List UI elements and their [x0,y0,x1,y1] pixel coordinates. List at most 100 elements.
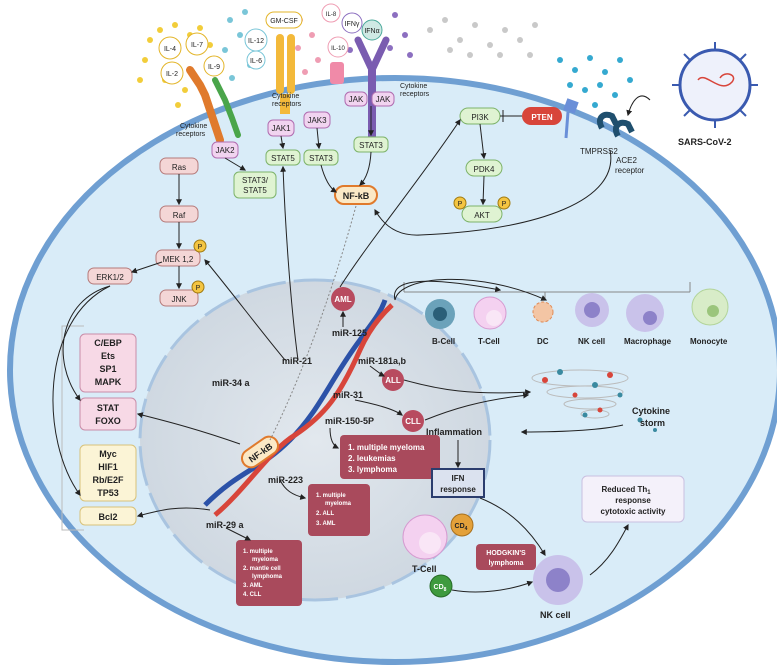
monocyte [691,288,729,326]
stat3-stat5-box: STAT3/STAT5 [233,171,277,199]
svg-text:MAPK: MAPK [95,377,122,387]
stat3-box-a: STAT3 [303,149,339,166]
receptor-ifn [354,36,390,140]
mek-phospho: P [193,239,207,253]
svg-text:Ras: Ras [172,163,186,172]
svg-text:PI3K: PI3K [471,113,489,122]
nk-cell-top [575,293,609,327]
svg-text:IL-6: IL-6 [250,58,262,65]
nfkb-dna-box: NF-kB [240,435,280,469]
mirna-mir150: miR-150-5P [325,416,374,426]
dna-helix [203,299,394,517]
jak-box-b: JAK [371,91,395,107]
cytokine-receptors-label-left: Cytokine [180,123,207,130]
svg-text:JAK1: JAK1 [271,124,291,133]
akt-phospho-right: P [497,196,511,210]
t-cell [473,296,507,330]
svg-text:3. AML: 3. AML [316,521,336,527]
immune-cells-bracket [403,282,691,300]
cytokine-storm-label: Cytokine [632,406,670,416]
receptor-il10 [330,62,344,84]
jak3-box: JAK3 [303,111,331,129]
svg-text:IL-9: IL-9 [208,64,220,71]
erk-box: ERK1/2 [87,267,133,285]
svg-text:3. lymphoma: 3. lymphoma [348,465,397,474]
ace2-label-2: receptor [615,166,645,175]
svg-text:P: P [458,201,463,208]
raf-box: Raf [159,205,199,223]
dc-label: DC [537,337,549,346]
th1-box: Reduced Th1 response cytotoxic activity [581,475,685,523]
svg-text:lymphoma: lymphoma [488,560,523,567]
svg-text:CLL: CLL [405,417,421,426]
ace2-label: ACE2 [616,156,637,165]
svg-text:JAK: JAK [349,95,364,104]
svg-text:IL-7: IL-7 [191,42,203,49]
cytokine-receptors-label-right-2: receptors [400,91,430,98]
t-cell-bottom [402,514,448,560]
svg-text:Rb/E2F: Rb/E2F [92,475,124,485]
svg-text:IL-4: IL-4 [164,46,176,53]
svg-text:TP53: TP53 [97,488,119,498]
svg-text:HIF1: HIF1 [98,462,118,472]
monocyte-label: Monocyte [690,337,728,346]
mirna-mir181: miR-181a,b [358,356,407,366]
b-cell-label: B-Cell [432,337,455,346]
cytokine-gmcsf: GM-CSF [265,11,303,29]
svg-text:STAT3: STAT3 [309,154,333,163]
ace2-receptor [596,111,635,138]
akt-box: AKT [461,205,503,223]
svg-text:NF-kB: NF-kB [343,191,370,201]
svg-text:myeloma: myeloma [325,501,352,507]
pdk4-box: PDK4 [465,159,503,177]
svg-text:C/EBP: C/EBP [94,338,122,348]
bcl2-box: Bcl2 [79,506,137,526]
svg-text:SP1: SP1 [99,364,116,374]
svg-text:P: P [196,285,201,292]
cytokine-il7: IL-7 [185,32,209,56]
stat5-box: STAT5 [265,149,301,166]
tf-group-outline [61,325,84,531]
svg-text:Reduced Th1: Reduced Th1 [601,485,651,496]
tf-box-group3: Myc HIF1 Rb/E2F TP53 [79,444,137,502]
cancer-cll: CLL [402,410,424,432]
svg-text:IL-8: IL-8 [326,12,337,18]
svg-text:STAT5: STAT5 [271,154,295,163]
macrophage [626,294,664,332]
svg-text:STAT5: STAT5 [243,186,267,195]
cytokine-il6: IL-6 [246,50,266,70]
jak2-box: JAK2 [211,141,239,159]
svg-text:4. CLL: 4. CLL [243,592,262,598]
nucleus [138,278,492,602]
svg-text:IL-12: IL-12 [248,38,264,45]
svg-text:CD4: CD4 [455,523,468,532]
cytokine-receptors-label-right: Cytokine [400,83,427,90]
svg-text:2. leukemias: 2. leukemias [348,454,396,463]
pten-box: PTEN [522,107,562,125]
svg-text:PTEN: PTEN [531,113,553,122]
cytokine-il10: IL-10 [327,36,349,58]
cytokine-il4: IL-4 [158,36,182,60]
svg-text:1. multiple: 1. multiple [243,549,273,555]
cd4-marker: CD4 [450,513,474,537]
svg-text:ERK1/2: ERK1/2 [96,273,124,282]
dendritic-cell [532,301,554,323]
t-cell-bottom-label: T-Cell [412,564,437,574]
sars-cov-2-virus [672,42,758,128]
cytokine-receptors-label-left-2: receptors [176,131,206,138]
svg-text:P: P [502,201,507,208]
mirna-mir125: miR-125 [332,328,367,338]
receptor-gmcsf [276,34,295,114]
svg-text:3. AML: 3. AML [243,583,263,589]
pathway-arrows [52,95,651,593]
jak1-box: JAK1 [267,119,295,137]
tmprss2-receptor [563,98,579,139]
cytokine-il12: IL-12 [244,28,268,52]
virus-label: SARS-CoV-2 [678,137,732,147]
cytokine-receptors-label-mid-2: receptors [272,101,302,108]
b-cell [425,299,455,329]
svg-text:ALL: ALL [385,376,401,385]
ras-box: Ras [159,157,199,175]
cytokine-ifna: IFNα [361,19,383,41]
jnk-phospho: P [191,280,205,294]
